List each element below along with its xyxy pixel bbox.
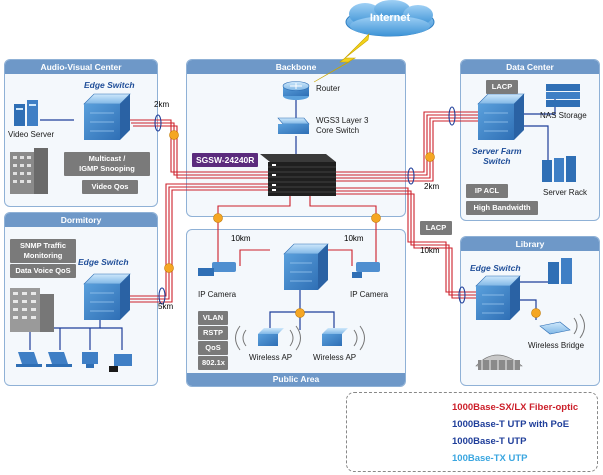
legend-label-poe: 1000Base-T UTP with PoE <box>452 419 570 430</box>
ip-camera-left-label: IP Camera <box>198 290 237 299</box>
lacp-lib-tag: LACP <box>420 221 452 235</box>
ip-acl-tag: IP ACL <box>466 184 508 198</box>
dot1x-tag: 802.1x <box>198 356 228 370</box>
video-qos-tag: Video Qos <box>82 180 138 194</box>
distance-pub-right: 10km <box>344 234 364 243</box>
public-switch-icon <box>283 243 329 290</box>
panel-dormitory-title: Dormitory <box>5 213 157 227</box>
wireless-ap-left-icon <box>235 325 301 351</box>
panel-library-title: Library <box>461 237 599 251</box>
edge-switch-lib-icon <box>475 275 521 320</box>
laptop-icon-1 <box>16 352 42 367</box>
wireless-bridge-label: Wireless Bridge <box>528 341 585 350</box>
av-building-icon <box>10 148 48 194</box>
server-farm-switch-label: Server Farm Switch <box>472 146 522 166</box>
edge-switch-lib-label: Edge Switch <box>470 263 521 273</box>
nas-label: NAS Storage <box>540 111 587 120</box>
distance-av: 2km <box>154 100 170 109</box>
vlan-tag: VLAN <box>198 311 228 325</box>
rstp-tag: RSTP <box>198 326 228 340</box>
panel-public-title: Public Area <box>187 373 405 386</box>
legend <box>346 392 598 472</box>
library-server-icon <box>548 258 572 284</box>
video-server-icon <box>14 100 38 126</box>
legend-label-fiber: 1000Base-SX/LX Fiber-optic <box>452 402 579 413</box>
panel-backbone-title: Backbone <box>187 60 405 74</box>
panel-av-title: Audio-Visual Center <box>5 60 157 74</box>
wireless-bridge-icon <box>539 313 585 339</box>
legend-label-utp: 1000Base-T UTP <box>452 436 527 447</box>
ip-camera-right-icon <box>352 262 380 278</box>
ip-camera-right-label: IP Camera <box>350 290 389 299</box>
edge-switch-dorm-icon <box>83 273 131 320</box>
sgsw-stack-icon <box>260 154 336 196</box>
video-server-label: Video Server <box>8 130 55 139</box>
edge-switch-dorm-label: Edge Switch <box>78 257 129 267</box>
library-building-icon <box>475 354 523 370</box>
core-switch-icon <box>277 117 310 134</box>
core-switch-label: WGS3 Layer 3 Core Switch <box>316 116 369 135</box>
server-farm-switch-icon <box>477 93 525 140</box>
distance-dorm: 5km <box>158 302 174 311</box>
wireless-ap-left-label: Wireless AP <box>249 353 293 362</box>
distance-pub-left: 10km <box>231 234 251 243</box>
qos-tag: QoS <box>198 341 228 355</box>
dorm-building-icon <box>10 288 54 332</box>
server-rack-icon <box>542 156 576 182</box>
distance-lib: 10km <box>420 246 440 255</box>
ip-camera-left-icon <box>198 262 236 276</box>
router-icon <box>282 81 310 100</box>
panel-datacenter-title: Data Center <box>461 60 599 74</box>
lightning-bolt-icon <box>313 33 370 83</box>
edge-switch-av-label: Edge Switch <box>84 80 135 90</box>
internet-cloud-icon <box>345 0 435 37</box>
lacp-dc-tag: LACP <box>486 80 518 94</box>
ip-phone-icon <box>109 354 132 372</box>
distance-dc: 2km <box>424 182 440 191</box>
nas-storage-icon <box>546 84 580 107</box>
fiber-link-dormitory <box>120 183 268 303</box>
desktop-icon <box>82 352 98 368</box>
laptop-icon-2 <box>46 352 72 367</box>
fiber-link-library <box>336 187 478 299</box>
legend-label-tx: 100Base-TX UTP <box>452 453 528 464</box>
edge-switch-av-icon <box>83 93 131 140</box>
wireless-ap-right-icon <box>322 325 365 351</box>
sgsw-model-label: SGSW-24240R <box>192 153 259 167</box>
router-label: Router <box>316 84 341 93</box>
multicast-tag: Multicast / IGMP Snooping <box>64 152 150 176</box>
snmp-tag: SNMP Traffic Monitoring <box>10 239 76 263</box>
lacp-rings <box>154 106 466 305</box>
data-voice-qos-tag: Data Voice QoS <box>10 264 76 278</box>
high-bandwidth-tag: High Bandwidth <box>466 201 538 215</box>
wireless-ap-right-label: Wireless AP <box>313 353 357 362</box>
fiber-badges <box>164 130 541 318</box>
server-rack-label: Server Rack <box>543 188 588 197</box>
internet-label: Internet <box>369 12 411 24</box>
